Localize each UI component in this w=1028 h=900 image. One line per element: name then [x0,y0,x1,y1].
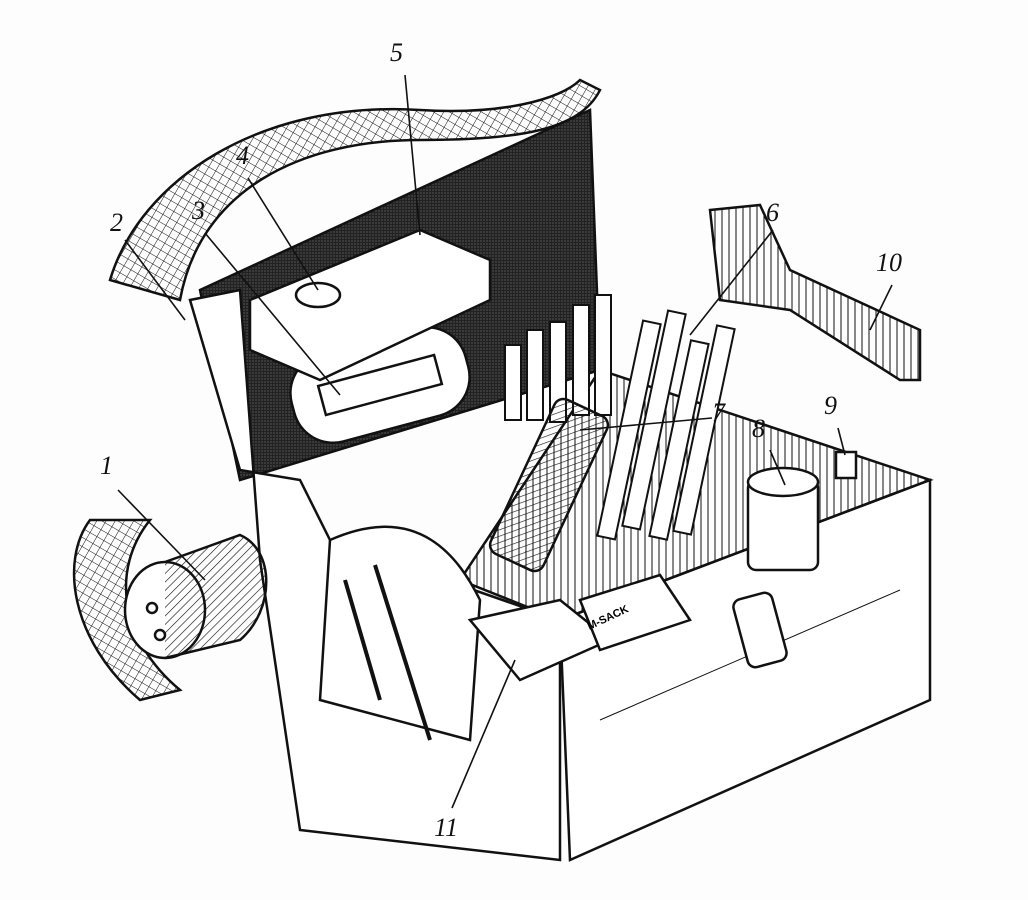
callout-3: 3 [192,196,205,225]
spatula-10 [708,203,922,382]
callout-4: 4 [236,141,249,170]
callout-10: 10 [876,248,902,277]
flashlight [488,397,610,573]
callout-11: 11 [434,813,459,842]
test-tubes [504,294,736,541]
callout-9: 9 [824,391,837,420]
latch [732,591,788,669]
callout-7: 7 [712,398,725,427]
callout-2: 2 [110,208,123,237]
cap-9 [834,450,858,480]
callout-8: 8 [752,414,765,443]
callout-6: 6 [766,198,779,227]
leader-lines [117,74,893,809]
callout-5: 5 [390,38,403,67]
dial-4 [294,281,342,309]
shoulder-strap [108,78,602,302]
callout-1: 1 [100,451,113,480]
